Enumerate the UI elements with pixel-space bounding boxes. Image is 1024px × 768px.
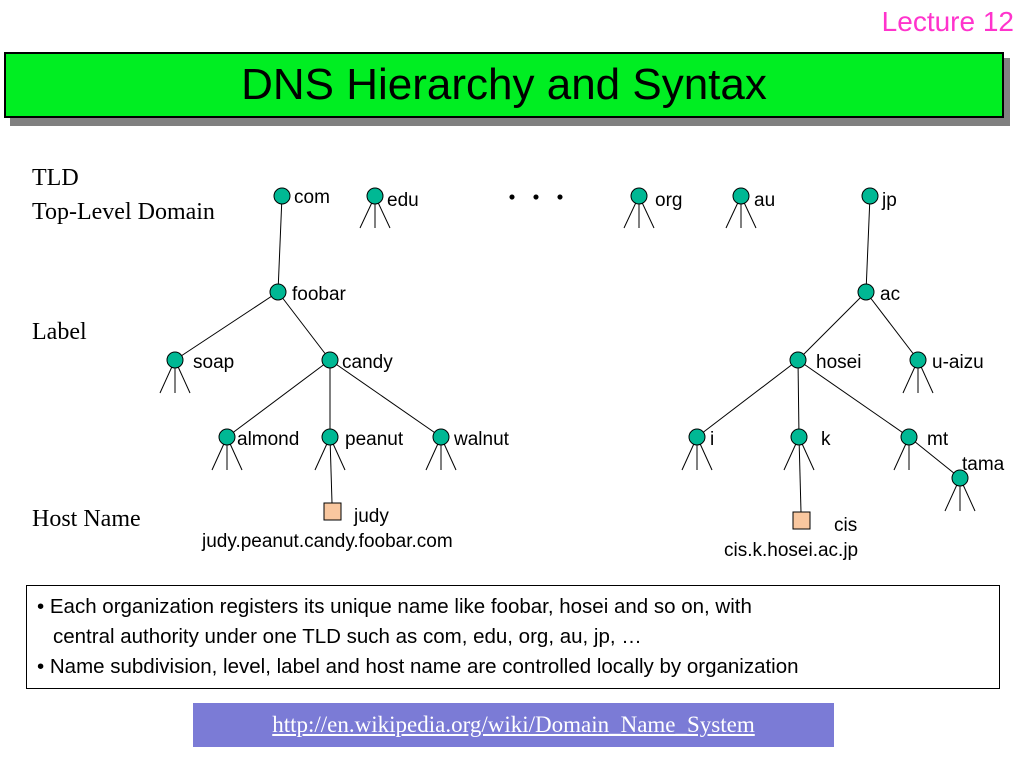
label-foobar: foobar xyxy=(292,284,347,305)
slide-title: DNS Hierarchy and Syntax xyxy=(241,60,767,109)
fqdn-judy: judy.peanut.candy.foobar.com xyxy=(201,531,453,552)
node-tama xyxy=(951,469,969,487)
bullet-registration-continued: central authority under one TLD such as … xyxy=(53,625,642,648)
node-peanut xyxy=(321,428,339,446)
node-au xyxy=(732,187,750,205)
node-hosei xyxy=(789,351,807,369)
node-ac xyxy=(857,283,875,301)
node-u-aizu xyxy=(909,351,927,369)
wikipedia-link[interactable]: http://en.wikipedia.org/wiki/Domain_Name… xyxy=(272,712,755,737)
tld-full-name: Top-Level Domain xyxy=(32,199,215,225)
node-org xyxy=(630,187,648,205)
tld-ellipsis: ・・・ xyxy=(500,186,572,212)
label-edu: edu xyxy=(387,190,419,211)
node-edu xyxy=(366,187,384,205)
host-name-level-label: Host Name xyxy=(32,506,141,532)
label-candy: candy xyxy=(342,352,393,373)
label-judy: judy xyxy=(353,506,389,527)
label-hosei: hosei xyxy=(816,352,861,373)
node-foobar xyxy=(269,283,287,301)
label-com: com xyxy=(294,187,330,208)
node-com xyxy=(273,187,291,205)
label-cis: cis xyxy=(834,515,857,536)
label-mt: mt xyxy=(927,429,949,450)
notes-box: • Each organization registers its unique… xyxy=(26,585,1000,689)
host-judy-square xyxy=(323,502,342,521)
label-au: au xyxy=(754,190,775,211)
host-cis-square xyxy=(792,511,811,530)
bullet-registration: • Each organization registers its unique… xyxy=(37,595,752,618)
node-k xyxy=(790,428,808,446)
label-soap: soap xyxy=(193,352,234,373)
bullet-local-control: • Name subdivision, level, label and hos… xyxy=(37,655,799,678)
label-peanut: peanut xyxy=(345,429,404,450)
node-jp xyxy=(861,187,879,205)
lecture-number: Lecture 12 xyxy=(881,6,1014,37)
label-u-aizu: u-aizu xyxy=(932,352,984,373)
node-i xyxy=(688,428,706,446)
tld-abbrev: TLD xyxy=(32,165,79,191)
node-mt xyxy=(900,428,918,446)
node-candy xyxy=(321,351,339,369)
node-almond xyxy=(218,428,236,446)
node-soap xyxy=(166,351,184,369)
label-tama: tama xyxy=(962,454,1005,475)
fqdn-cis: cis.k.hosei.ac.jp xyxy=(724,540,858,561)
label-k: k xyxy=(821,429,831,450)
title-banner: DNS Hierarchy and Syntax xyxy=(4,52,1004,118)
tree-nodes xyxy=(166,187,969,487)
label-ac: ac xyxy=(880,284,900,305)
reference-link-box: http://en.wikipedia.org/wiki/Domain_Name… xyxy=(193,703,834,747)
label-level-label: Label xyxy=(32,319,87,345)
label-jp: jp xyxy=(881,190,897,211)
label-org: org xyxy=(655,190,682,211)
dns-tree-diagram: com edu org au jp foobar soap candy almo… xyxy=(159,186,1005,561)
node-walnut xyxy=(432,428,450,446)
label-i: i xyxy=(710,429,714,450)
label-almond: almond xyxy=(237,429,299,450)
label-walnut: walnut xyxy=(453,429,510,450)
tld-label: TLD Top-Level Domain xyxy=(32,161,215,229)
